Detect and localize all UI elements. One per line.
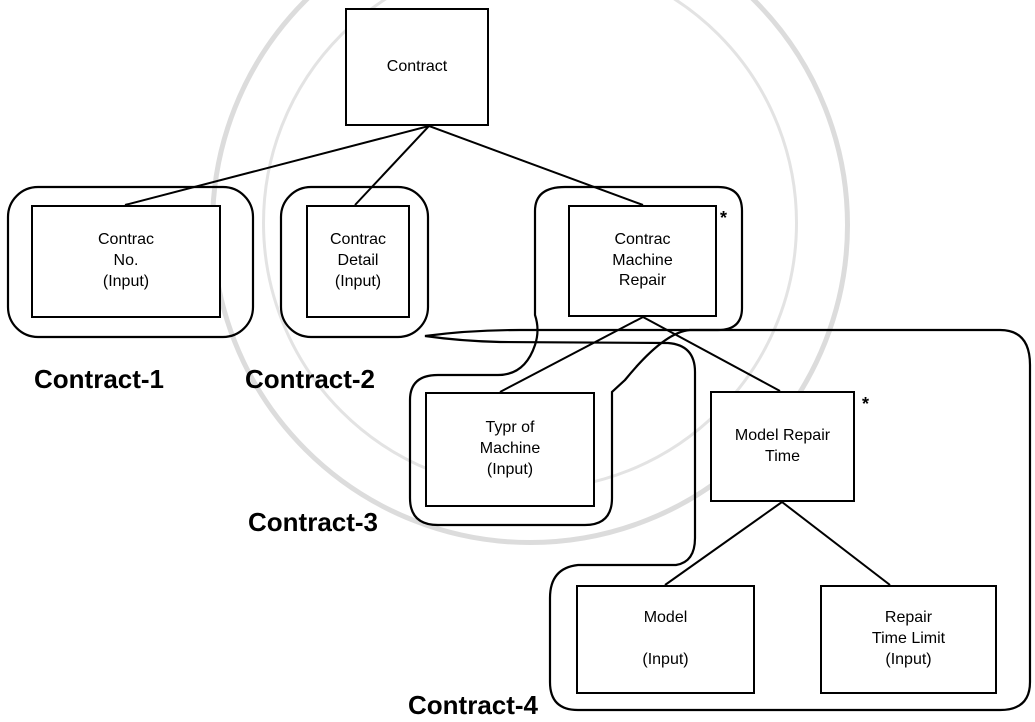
- group-outline-contract-3: [408, 185, 744, 527]
- edge-model-repair-time-to-repair-time-limit: [781, 501, 891, 586]
- group-outline-contract-1: [6, 185, 255, 339]
- edge-contract-to-contract-detail: [354, 125, 430, 206]
- repeat-marker-model-repair-time: *: [862, 394, 870, 414]
- group-outline-contract-4: [424, 328, 1032, 712]
- group-outline-contract-2: [279, 185, 430, 339]
- node-type-of-machine: Typr of Machine (Input): [425, 392, 595, 507]
- edge-model-repair-time-to-model: [664, 501, 783, 586]
- group-label-contract-4: Contract-4: [408, 690, 539, 720]
- node-contract-detail: Contrac Detail (Input): [306, 205, 410, 318]
- node-model-repair-time: Model Repair Time: [710, 391, 855, 502]
- group-label-contract-1: Contract-1: [34, 364, 165, 394]
- node-repair-time-limit: Repair Time Limit (Input): [820, 585, 997, 694]
- edge-machine-repair-to-type-of-machine: [499, 316, 644, 393]
- node-contract-no: Contrac No. (Input): [31, 205, 221, 318]
- node-model: Model (Input): [576, 585, 755, 694]
- edge-machine-repair-to-model-repair-time: [642, 316, 781, 392]
- group-label-contract-3: Contract-3: [248, 507, 379, 537]
- edge-contract-to-contract-machine-repair: [428, 125, 644, 206]
- node-contract-machine-repair: Contrac Machine Repair: [568, 205, 717, 317]
- group-label-contract-2: Contract-2: [245, 364, 376, 394]
- node-contract: Contract: [345, 8, 489, 126]
- edge-contract-to-contract-no: [124, 125, 430, 206]
- repeat-marker-contract-machine-repair: *: [720, 208, 728, 228]
